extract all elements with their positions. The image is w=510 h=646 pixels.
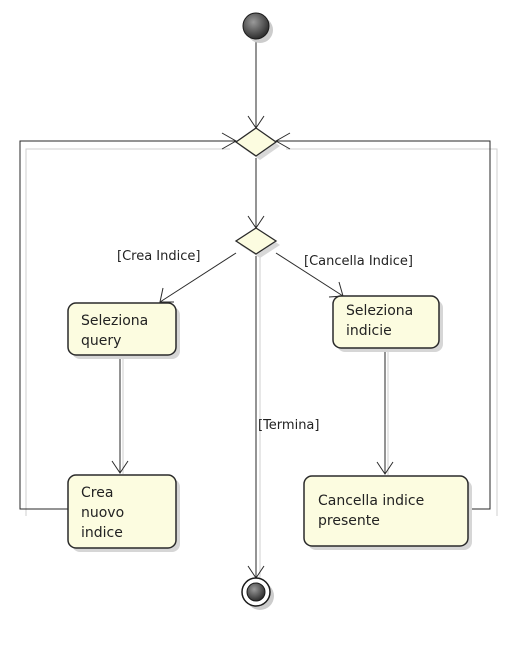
merge-node — [234, 127, 280, 160]
edge-loop-right — [274, 132, 491, 510]
edge-merge-to-decision — [247, 158, 265, 229]
action-cancella-indice-presente-label: Cancella indice presente — [318, 493, 429, 529]
edge-start-to-merge — [247, 40, 265, 129]
initial-node — [242, 12, 273, 43]
action-seleziona-indicie: Seleziona indicie — [332, 295, 443, 352]
final-node — [241, 577, 274, 610]
edge-crea-indice — [159, 252, 237, 303]
action-seleziona-query-label: Seleziona query — [81, 313, 153, 349]
action-crea-nuovo-indice: Crea nuovo indice — [67, 474, 180, 552]
action-seleziona-query: Seleziona query — [67, 302, 180, 359]
edge-loop-left — [19, 132, 238, 510]
guard-crea-indice: [Crea Indice] — [117, 249, 200, 264]
edge-shadows — [25, 148, 498, 578]
edge-seleziona-query-to-crea — [111, 354, 129, 474]
action-cancella-indice-presente: Cancella indice presente — [303, 475, 472, 550]
guard-cancella-indice: [Cancella Indice] — [304, 254, 413, 269]
action-seleziona-indicie-label: Seleziona indicie — [346, 303, 418, 339]
action-crea-nuovo-indice-label: Crea nuovo indice — [81, 485, 129, 541]
edge-seleziona-indicie-to-cancella — [376, 347, 394, 475]
guard-termina: [Termina] — [258, 418, 319, 433]
edge-termina — [247, 256, 265, 579]
decision-node — [234, 227, 280, 258]
